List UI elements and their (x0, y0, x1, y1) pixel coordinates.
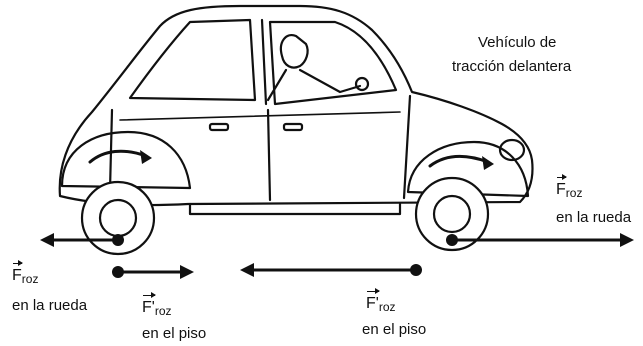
front-window (268, 20, 398, 106)
caption-rear-floor: en el piso (142, 325, 207, 342)
vehicle-title-line1: Vehículo de (478, 34, 557, 51)
force-label-front-floor: F'roz (366, 288, 396, 314)
caption-front-floor: en el piso (362, 321, 427, 338)
front-fender (406, 140, 530, 198)
caption-front-wheel: en la rueda (556, 209, 632, 226)
front-wheel (414, 176, 490, 252)
vehicle-title-line2: tracción delantera (452, 58, 572, 75)
headlight (498, 138, 526, 162)
force-label-rear-floor: F'roz (142, 292, 172, 318)
car-body (58, 4, 534, 207)
rear-wheel (80, 180, 156, 256)
driver (266, 34, 362, 102)
rear-window (128, 18, 257, 102)
rear-fender (60, 130, 192, 190)
force-label-front-wheel: Froz (556, 174, 583, 200)
caption-rear-wheel: en la rueda (12, 297, 88, 314)
force-label-rear-wheel: Froz (12, 260, 39, 286)
